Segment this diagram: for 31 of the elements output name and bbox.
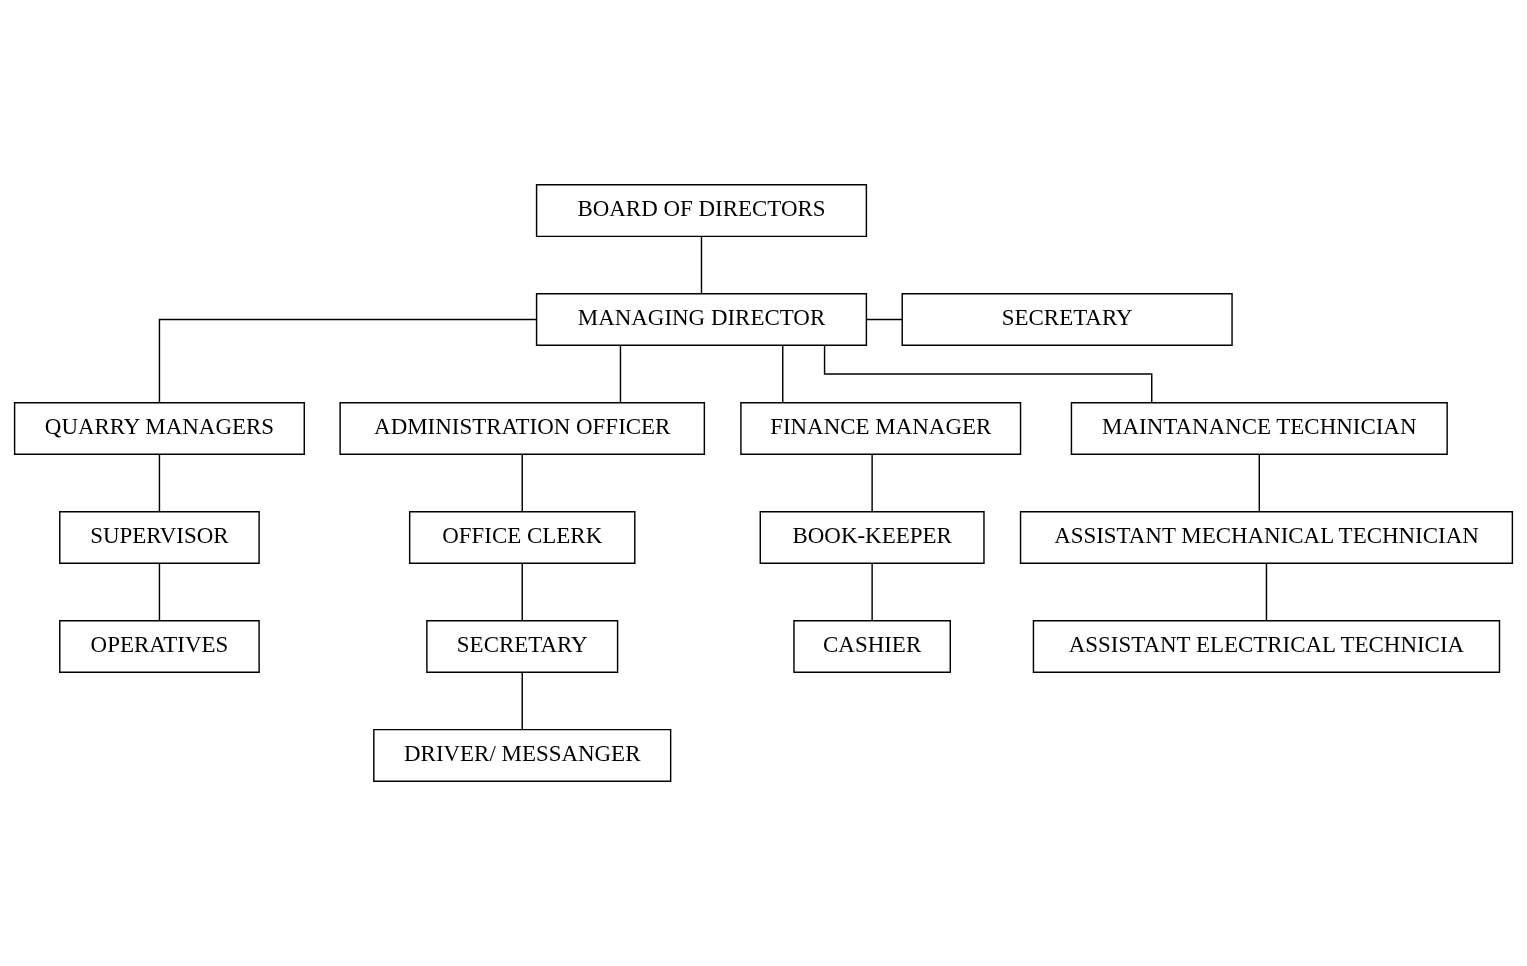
node-box: ADMINISTRATION OFFICER bbox=[339, 402, 706, 456]
connector bbox=[1258, 453, 1260, 513]
connector bbox=[871, 453, 873, 513]
connector bbox=[521, 671, 523, 731]
node-box: MAINTANANCE TECHNICIAN bbox=[1070, 402, 1448, 456]
connector bbox=[158, 453, 161, 513]
connector bbox=[158, 318, 537, 404]
node-box: DRIVER/ MESSANGER bbox=[373, 728, 672, 782]
node-box: FINANCE MANAGER bbox=[740, 402, 1022, 456]
node-box: BOARD OF DIRECTORS bbox=[535, 184, 868, 238]
node-box: ASSISTANT MECHANICAL TECHNICIAN bbox=[1019, 510, 1514, 564]
connector bbox=[158, 562, 161, 622]
connector bbox=[782, 344, 784, 404]
connector bbox=[823, 344, 1153, 404]
connector bbox=[521, 562, 523, 622]
connector bbox=[871, 562, 873, 622]
connector bbox=[1265, 562, 1268, 622]
node-box: OFFICE CLERK bbox=[408, 510, 636, 564]
node-box: SUPERVISOR bbox=[59, 510, 260, 564]
node-box: SECRETARY bbox=[426, 619, 619, 673]
node-box: SECRETARY bbox=[901, 293, 1233, 347]
node-box: QUARRY MANAGERS bbox=[13, 402, 305, 456]
node-box: OPERATIVES bbox=[59, 619, 260, 673]
node-box: MANAGING DIRECTOR bbox=[535, 293, 868, 347]
node-box: BOOK-KEEPER bbox=[759, 510, 985, 564]
connector bbox=[865, 318, 903, 321]
node-box: CASHIER bbox=[793, 619, 951, 673]
connector bbox=[619, 344, 622, 404]
connector bbox=[521, 453, 523, 513]
connector bbox=[700, 235, 703, 295]
node-box: ASSISTANT ELECTRICAL TECHNICIA bbox=[1032, 619, 1501, 673]
